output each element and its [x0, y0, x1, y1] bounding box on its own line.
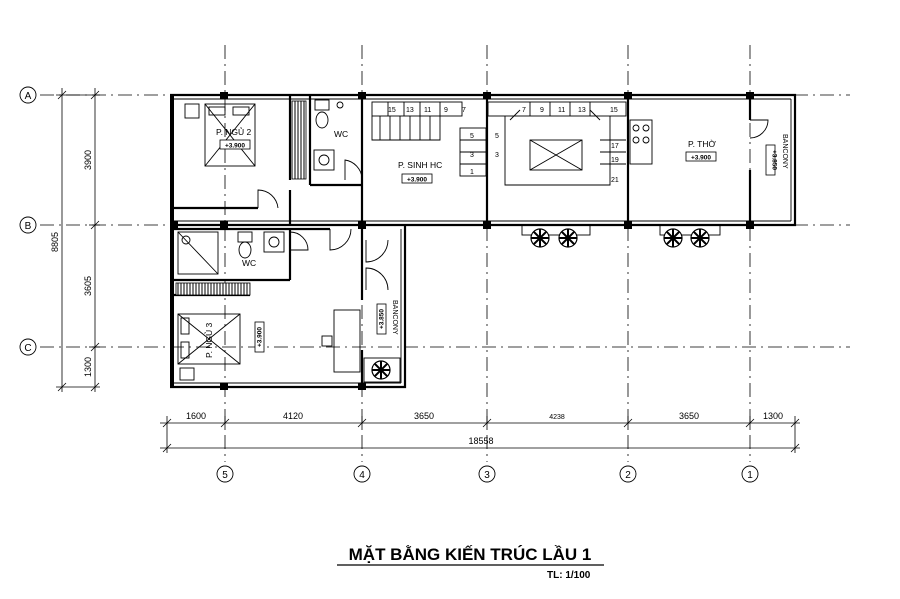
wardrobe-bottom: [175, 282, 251, 296]
stair-num-l-1: 13: [406, 107, 414, 114]
room-label-balcony-left: BANCONY: [391, 300, 398, 335]
row-bubble-c: C: [19, 338, 37, 356]
plant-pot-bottom: [363, 357, 401, 383]
row-bubble-b: B: [19, 216, 37, 234]
stair-num-r-1: 9: [540, 107, 544, 114]
plant-pots-center: [521, 224, 591, 248]
stair-num-rm-2: 21: [611, 177, 619, 184]
svg-text:C: C: [24, 343, 31, 354]
col-bubble-5: 5: [216, 465, 234, 483]
elev-tag-balcony-left: +3.850: [376, 303, 387, 335]
balcony-left-door: [365, 239, 389, 291]
col-bubble-1: 1: [741, 465, 759, 483]
stair-num-r-4: 15: [610, 107, 618, 114]
room-label-bedroom-2: P. NGỦ 2: [216, 126, 252, 137]
wc-bottom-fixtures: [177, 231, 285, 275]
structural-columns: [170, 92, 754, 390]
elev-tag-balcony-right: +3.850: [765, 144, 778, 176]
bed-bedroom-3: [177, 313, 241, 381]
door-wc-bottom: [289, 231, 309, 251]
svg-text:A: A: [25, 91, 32, 102]
dim-vertical-ab: 3900: [83, 150, 93, 170]
stair-num-r-0: 7: [522, 107, 526, 114]
exterior-walls: [170, 93, 797, 389]
stair-num-lm-0: 5: [470, 133, 474, 140]
svg-text:+3.900: +3.900: [407, 177, 427, 184]
elev-tag-bedroom-2: +3.900: [219, 139, 251, 150]
dim-vertical-c-end: 1300: [83, 357, 93, 377]
dim-h-4120: 4120: [283, 411, 303, 421]
room-label-wc-bottom: WC: [242, 258, 256, 268]
svg-text:+3.900: +3.900: [691, 155, 711, 162]
row-bubble-a: A: [19, 86, 37, 104]
room-label-worship: P. THỜ: [688, 139, 716, 149]
desk-bedroom-3: [321, 309, 361, 373]
staircase: [371, 101, 627, 186]
wc-top-fixtures: [313, 99, 344, 171]
room-label-bedroom-3: P. NGỦ 3: [203, 322, 214, 358]
scale-label: TL: 1/100: [547, 570, 591, 581]
stair-num-r-2: 11: [558, 107, 565, 114]
dim-h-3650a: 3650: [414, 411, 434, 421]
room-label-balcony-right: BANCONY: [781, 134, 788, 169]
svg-text:1: 1: [747, 470, 753, 481]
interior-walls: [174, 95, 752, 387]
elev-tag-worship: +3.900: [685, 151, 717, 162]
col-bubble-2: 2: [619, 465, 637, 483]
stair-num-lmb-1: 3: [495, 152, 499, 159]
stair-num-rm-1: 19: [611, 157, 619, 164]
dim-vertical-bc: 3605: [83, 276, 93, 296]
room-label-living: P. SINH HC: [398, 160, 442, 170]
door-worship-balcony: [749, 119, 769, 139]
stair-num-l-3: 9: [444, 107, 448, 114]
plant-pots-right: [659, 224, 721, 248]
wardrobe-top: [291, 100, 307, 180]
room-label-wc-top: WC: [334, 129, 348, 139]
svg-text:+3.900: +3.900: [225, 143, 245, 150]
stair-num-lmb-0: 5: [495, 133, 499, 140]
stair-num-l-0: 15: [388, 107, 396, 114]
drawing-title: MẶT BẰNG KIẾN TRÚC LẦU 1: [349, 545, 592, 564]
dim-h-4238: 4238: [549, 414, 565, 421]
svg-text:+3.850: +3.850: [379, 309, 386, 329]
svg-text:2: 2: [625, 470, 631, 481]
dim-h-total: 18558: [468, 436, 493, 446]
svg-text:B: B: [25, 221, 32, 232]
elev-tag-living: +3.900: [401, 173, 433, 184]
col-bubble-3: 3: [478, 465, 496, 483]
stair-num-l-2: 11: [424, 107, 431, 114]
door-bedroom-3: [329, 228, 352, 251]
dim-h-1300: 1300: [763, 411, 783, 421]
vertical-dimension-lines: [56, 88, 100, 392]
svg-text:3: 3: [484, 470, 490, 481]
horizontal-dimension-lines: [160, 416, 800, 453]
bed-bedroom-2: [184, 103, 256, 167]
door-bedroom-2: [257, 189, 279, 209]
altar: [629, 119, 653, 165]
svg-text:4: 4: [359, 470, 365, 481]
dim-h-3650b: 3650: [679, 411, 699, 421]
dim-h-1600: 1600: [186, 411, 206, 421]
stair-num-lm-1: 3: [470, 152, 474, 159]
stair-num-rm-0: 17: [611, 143, 619, 150]
col-bubble-4: 4: [353, 465, 371, 483]
svg-text:+3.900: +3.900: [257, 327, 264, 347]
stair-num-l-4: 7: [462, 107, 466, 114]
svg-text:+3.850: +3.850: [771, 150, 778, 170]
elev-tag-bedroom-3: +3.900: [254, 321, 265, 353]
stair-num-r-3: 13: [578, 107, 586, 114]
door-wc-top: [344, 159, 363, 180]
dim-total-vertical: 8805: [50, 232, 60, 252]
stair-num-lm-2: 1: [470, 169, 474, 176]
svg-text:5: 5: [222, 470, 228, 481]
